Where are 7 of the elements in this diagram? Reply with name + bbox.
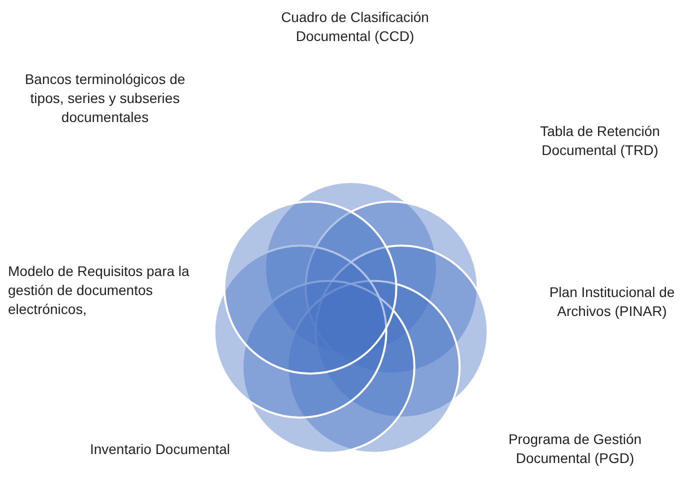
label-text: Inventario Documental [88,440,232,459]
label-text: Bancos terminológicos de tipos, series y subseries documentales [24,70,186,127]
label-text: Modelo de Requisitos para la gestión de documentos electrónicos, [8,262,190,319]
label-text: Tabla de Retención Documental (TRD) [539,122,661,160]
label-text: Programa de Gestión Documental (PGD) [507,430,643,468]
label-text: Plan Institucional de Archivos (PINAR) [548,283,676,321]
label-text: Cuadro de Clasificación Documental (CCD) [280,8,430,46]
